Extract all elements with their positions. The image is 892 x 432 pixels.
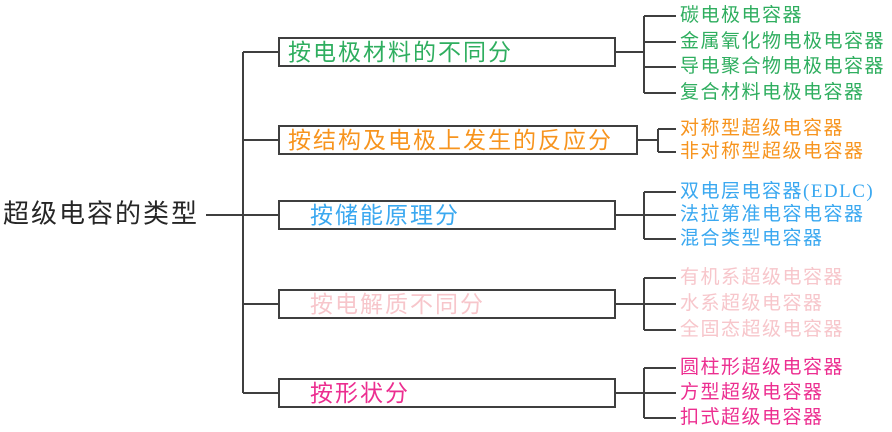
branch-box-structure-reaction: 按结构及电极上发生的反应分	[278, 125, 638, 155]
leaf-node: 混合类型电容器	[680, 228, 824, 250]
branch-box-electrode-material: 按电极材料的不同分	[278, 37, 616, 67]
leaf-node: 水系超级电容器	[680, 293, 824, 315]
leaf-node: 碳电极电容器	[680, 5, 804, 27]
branch-box-electrolyte: 按电解质不同分	[278, 289, 616, 319]
leaf-node: 扣式超级电容器	[680, 407, 824, 429]
leaf-node: 导电聚合物电极电容器	[680, 56, 886, 78]
leaf-node: 金属氧化物电极电容器	[680, 31, 886, 53]
leaf-node: 有机系超级电容器	[680, 267, 845, 289]
leaf-node: 非对称型超级电容器	[680, 141, 865, 163]
leaf-node: 方型超级电容器	[680, 382, 824, 404]
leaf-node: 法拉第准电容电容器	[680, 204, 865, 226]
leaf-node: 复合材料电极电容器	[680, 82, 865, 104]
leaf-node: 全固态超级电容器	[680, 319, 845, 341]
leaf-node: 双电层电容器(EDLC)	[680, 181, 875, 203]
branch-box-shape: 按形状分	[278, 378, 616, 408]
leaf-node: 圆柱形超级电容器	[680, 357, 845, 379]
branch-box-energy-storage-principle: 按储能原理分	[278, 200, 616, 230]
leaf-node: 对称型超级电容器	[680, 118, 845, 140]
root-node-label: 超级电容的类型	[3, 199, 200, 229]
